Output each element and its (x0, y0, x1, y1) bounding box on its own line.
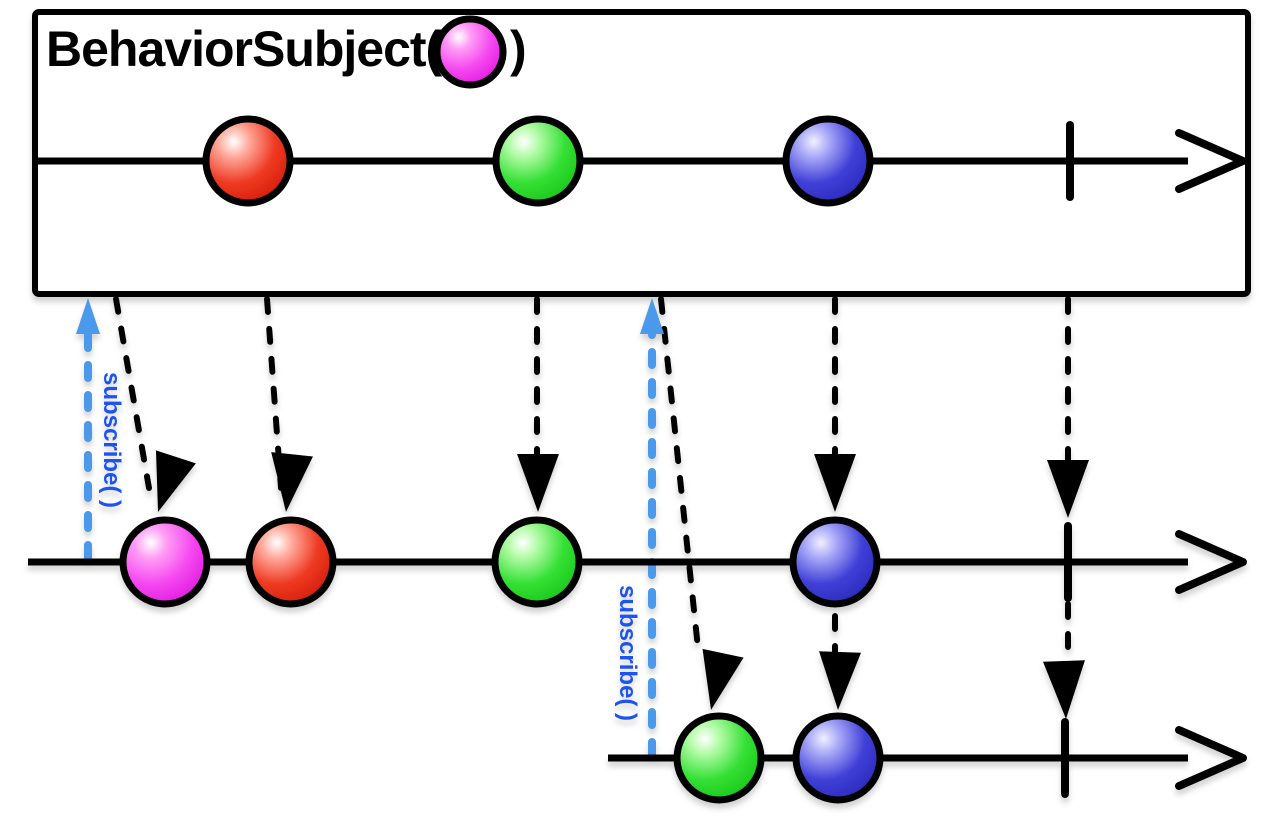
timeline-arrowhead-icon (1175, 726, 1247, 790)
emission-arrowhead-icon (702, 648, 744, 710)
marble-red (245, 516, 337, 608)
emission-dashed-line (113, 296, 152, 491)
marble-green (492, 115, 584, 207)
emission-dashed-line (658, 296, 701, 651)
emission-arrowhead-icon (1047, 460, 1089, 518)
initial-value-marble-icon (433, 15, 507, 89)
marble-green (673, 712, 765, 804)
marble-red (202, 115, 294, 207)
subscribe-arrowhead-icon (76, 298, 100, 334)
marble-magenta (119, 516, 211, 608)
emission-links (113, 296, 1089, 719)
diagram-title-suffix: ) (510, 21, 526, 77)
marble-green (491, 516, 583, 608)
behaviorsubject-box (32, 9, 1251, 297)
emission-arrowhead-icon (1042, 660, 1085, 719)
subscriber2-timeline (608, 712, 1247, 804)
subscribe-arrowhead-icon (640, 298, 664, 334)
diagram-title-prefix: BehaviorSubject( (46, 21, 443, 77)
subscribe-label-2: subscribe( ) (614, 585, 641, 721)
emission-arrowhead-icon (814, 454, 856, 512)
subscribe-arrows (76, 298, 664, 759)
emission-arrowhead-icon (517, 454, 559, 512)
subscriber1-timeline (28, 516, 1247, 608)
timeline-arrowhead-icon (1175, 129, 1247, 193)
emission-arrowhead-icon (819, 651, 862, 710)
source-timeline (35, 115, 1247, 207)
emission-arrowhead-icon (271, 452, 313, 512)
timeline-arrowhead-icon (1175, 530, 1247, 594)
emission-arrowhead-icon (155, 450, 196, 512)
marble-blue (789, 516, 881, 608)
subscribe-label-1: subscribe( ) (98, 372, 125, 508)
marble-blue (782, 115, 874, 207)
marble-blue (792, 712, 884, 804)
